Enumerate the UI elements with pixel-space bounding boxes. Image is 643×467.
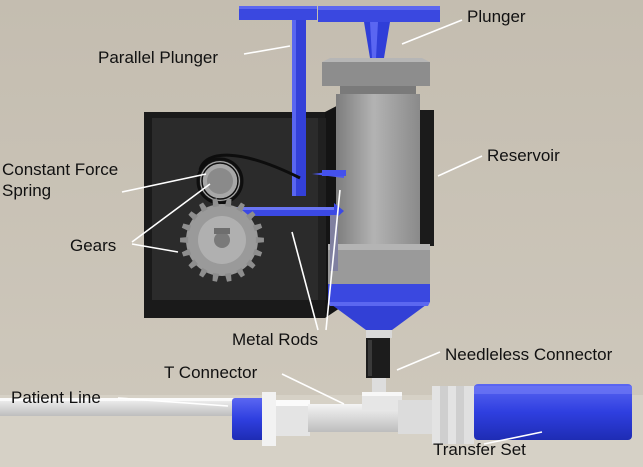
gear-tooth bbox=[245, 211, 256, 221]
gear-tooth bbox=[236, 267, 245, 278]
reservoir bbox=[322, 58, 434, 338]
gear-teeth bbox=[180, 198, 264, 282]
t-connector bbox=[308, 392, 402, 432]
constant-force-spring-band bbox=[198, 153, 301, 180]
plunger bbox=[318, 6, 440, 58]
gear-tooth bbox=[180, 236, 189, 244]
gear-tooth bbox=[188, 211, 199, 221]
gear-tooth bbox=[188, 259, 199, 269]
gear-tooth bbox=[252, 223, 263, 232]
label-transfer-set: Transfer Set bbox=[433, 440, 526, 459]
gear-tooth bbox=[224, 272, 232, 282]
label-constant-force-spring-line1: Constant Force bbox=[2, 160, 119, 179]
gear-tooth bbox=[212, 198, 220, 208]
gear-tooth bbox=[255, 236, 264, 244]
gear-tooth bbox=[224, 198, 232, 208]
gears bbox=[186, 157, 258, 276]
parallel-plunger bbox=[239, 6, 317, 196]
label-constant-force-spring-line2: Spring bbox=[2, 181, 52, 200]
label-gears: Gears bbox=[70, 236, 117, 255]
label-needleless-connector: Needleless Connector bbox=[445, 345, 613, 364]
gear-tooth bbox=[236, 202, 245, 213]
label-patient-line: Patient Line bbox=[11, 388, 101, 407]
gear-tooth bbox=[199, 202, 208, 213]
callout-lines bbox=[117, 19, 543, 445]
gear-tooth bbox=[245, 259, 256, 269]
label-plunger: Plunger bbox=[467, 7, 526, 26]
transfer-set bbox=[398, 384, 632, 444]
label-metal-rods: Metal Rods bbox=[232, 330, 318, 349]
label-reservoir: Reservoir bbox=[487, 146, 560, 165]
gear-tooth bbox=[181, 248, 192, 257]
label-t-connector: T Connector bbox=[164, 363, 258, 382]
gear-tooth bbox=[212, 272, 220, 282]
gear-tooth bbox=[252, 248, 263, 257]
gear-tooth bbox=[181, 223, 192, 232]
patient-line-connector bbox=[232, 392, 310, 446]
label-parallel-plunger: Parallel Plunger bbox=[98, 48, 219, 67]
gear-tooth bbox=[199, 267, 208, 278]
